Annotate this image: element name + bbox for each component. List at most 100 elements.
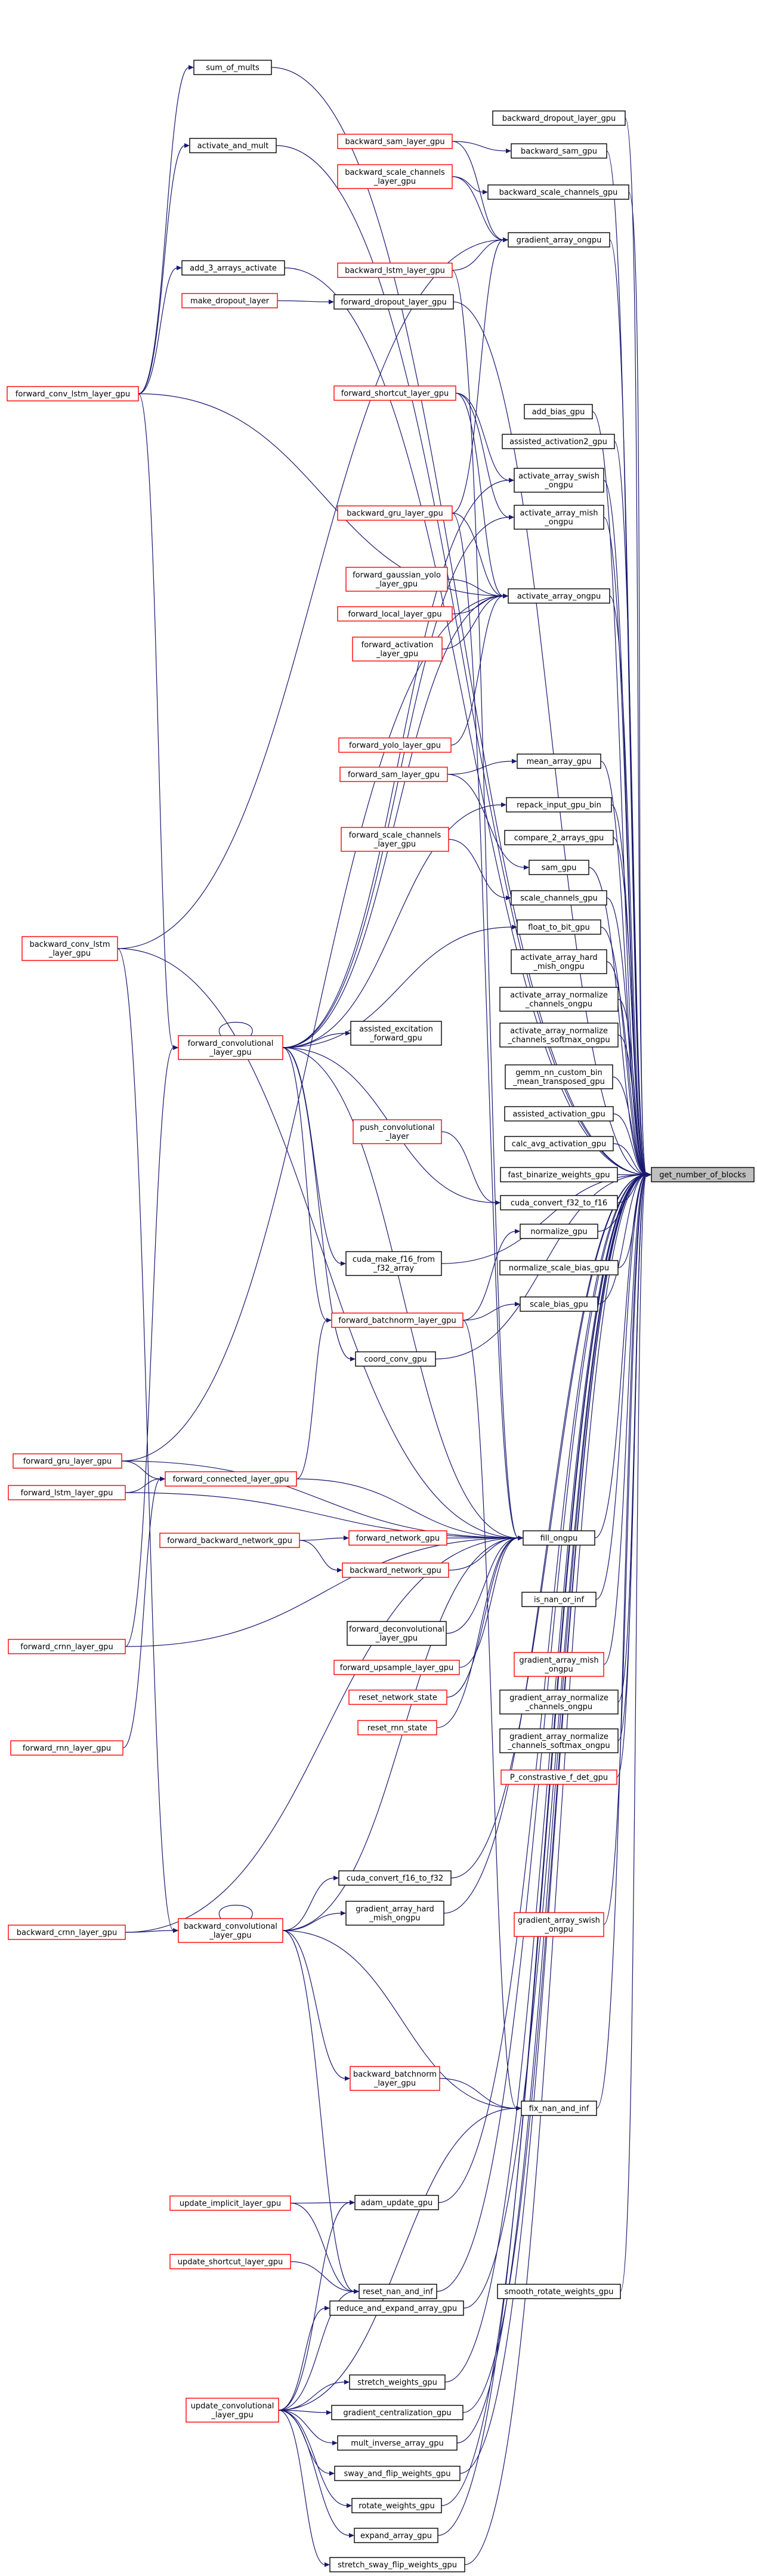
node-backward_scale_channels_gpu[interactable]: backward_scale_channels_gpu — [487, 184, 629, 200]
node-activate_array_swish_ongpu[interactable]: activate_array_swish_ongpu — [514, 468, 604, 493]
node-add_3_arrays_activate[interactable]: add_3_arrays_activate — [181, 260, 285, 276]
node-forward_sam_layer_gpu[interactable]: forward_sam_layer_gpu — [339, 767, 448, 782]
node-gradient_array_mish_ongpu[interactable]: gradient_array_mish_ongpu — [514, 1652, 604, 1677]
node-forward_convolutional_layer_gpu[interactable]: forward_convolutional_layer_gpu — [178, 1035, 283, 1060]
edge-forward_convolutional_layer_gpu-to-activate_array_swish_ongpu — [282, 478, 514, 1048]
node-backward_conv_lstm_layer_gpu[interactable]: backward_conv_lstm_layer_gpu — [21, 936, 118, 961]
node-sum_of_mults[interactable]: sum_of_mults — [193, 60, 272, 75]
node-cuda_convert_f32_to_f16[interactable]: cuda_convert_f32_to_f16 — [500, 1195, 618, 1210]
node-backward_crnn_layer_gpu[interactable]: backward_crnn_layer_gpu — [8, 1925, 126, 1940]
node-sam_gpu[interactable]: sam_gpu — [529, 860, 589, 875]
node-rotate_weights_gpu[interactable]: rotate_weights_gpu — [351, 2498, 442, 2513]
node-backward_convolutional_layer_gpu[interactable]: backward_convolutional_layer_gpu — [178, 1918, 283, 1943]
node-assisted_activation2_gpu[interactable]: assisted_activation2_gpu — [502, 434, 615, 449]
arrowhead — [509, 478, 514, 483]
node-forward_rnn_layer_gpu[interactable]: forward_rnn_layer_gpu — [10, 1740, 123, 1756]
node-reduce_and_expand_array_gpu[interactable]: reduce_and_expand_array_gpu — [329, 2300, 464, 2316]
node-float_to_bit_gpu[interactable]: float_to_bit_gpu — [517, 919, 601, 935]
node-smooth_rotate_weights_gpu[interactable]: smooth_rotate_weights_gpu — [497, 2284, 621, 2299]
node-expand_array_gpu[interactable]: expand_array_gpu — [354, 2528, 438, 2543]
node-backward_lstm_layer_gpu[interactable]: backward_lstm_layer_gpu — [337, 262, 453, 278]
node-gemm_nn_custom_bin_mean_transposed_gpu[interactable]: gemm_nn_custom_bin_mean_transposed_gpu — [505, 1064, 613, 1089]
node-gradient_array_ongpu[interactable]: gradient_array_ongpu — [508, 232, 610, 248]
node-compare_2_arrays_gpu[interactable]: compare_2_arrays_gpu — [504, 830, 614, 845]
node-fast_binarize_weights_gpu[interactable]: fast_binarize_weights_gpu — [500, 1167, 618, 1182]
node-reset_nan_and_inf[interactable]: reset_nan_and_inf — [359, 2284, 437, 2299]
node-forward_scale_channels_layer_gpu[interactable]: forward_scale_channels_layer_gpu — [341, 827, 449, 852]
node-normalize_gpu[interactable]: normalize_gpu — [520, 1224, 598, 1239]
node-forward_network_gpu[interactable]: forward_network_gpu — [348, 1530, 447, 1546]
node-backward_dropout_layer_gpu[interactable]: backward_dropout_layer_gpu — [492, 110, 626, 126]
node-mult_inverse_array_gpu[interactable]: mult_inverse_array_gpu — [337, 2435, 458, 2451]
node-P_constrastive_f_det_gpu[interactable]: P_constrastive_f_det_gpu — [500, 1769, 617, 1785]
edge-forward_shortcut_layer_gpu-to-activate_array_mish_ongpu — [455, 393, 514, 520]
node-forward_yolo_layer_gpu[interactable]: forward_yolo_layer_gpu — [338, 737, 452, 753]
node-activate_array_normalize_channels_ongpu[interactable]: activate_array_normalize_channels_ongpu — [499, 987, 619, 1012]
node-backward_network_gpu[interactable]: backward_network_gpu — [342, 1562, 449, 1578]
node-activate_array_normalize_channels_softmax_ongpu[interactable]: activate_array_normalize_channels_softma… — [499, 1023, 619, 1048]
node-activate_and_mult[interactable]: activate_and_mult — [189, 138, 277, 153]
node-update_shortcut_layer_gpu[interactable]: update_shortcut_layer_gpu — [169, 2254, 291, 2269]
node-sway_and_flip_weights_gpu[interactable]: sway_and_flip_weights_gpu — [334, 2466, 461, 2481]
node-backward_scale_channels_layer_gpu[interactable]: backward_scale_channels_layer_gpu — [337, 164, 453, 189]
node-mean_array_gpu[interactable]: mean_array_gpu — [517, 753, 601, 769]
node-activate_array_mish_ongpu[interactable]: activate_array_mish_ongpu — [514, 505, 604, 530]
node-forward_connected_layer_gpu[interactable]: forward_connected_layer_gpu — [165, 1471, 297, 1487]
node-activate_array_hard_mish_ongpu[interactable]: activate_array_hard_mish_ongpu — [511, 949, 607, 974]
node-make_dropout_layer[interactable]: make_dropout_layer — [181, 293, 278, 308]
node-backward_sam_gpu[interactable]: backward_sam_gpu — [511, 143, 607, 159]
node-forward_deconvolutional_layer_gpu[interactable]: forward_deconvolutional_layer_gpu — [347, 1621, 447, 1646]
node-backward_gru_layer_gpu[interactable]: backward_gru_layer_gpu — [337, 505, 453, 521]
node-forward_activation_layer_gpu[interactable]: forward_activation_layer_gpu — [352, 637, 443, 662]
node-box — [337, 164, 453, 189]
node-forward_batchnorm_layer_gpu[interactable]: forward_batchnorm_layer_gpu — [331, 1312, 464, 1328]
node-forward_shortcut_layer_gpu[interactable]: forward_shortcut_layer_gpu — [333, 385, 456, 401]
node-coord_conv_gpu[interactable]: coord_conv_gpu — [355, 1351, 436, 1367]
node-activate_array_ongpu[interactable]: activate_array_ongpu — [508, 588, 610, 604]
node-box — [487, 184, 629, 200]
node-forward_crnn_layer_gpu[interactable]: forward_crnn_layer_gpu — [8, 1639, 126, 1654]
node-forward_gaussian_yolo_layer_gpu[interactable]: forward_gaussian_yolo_layer_gpu — [345, 567, 448, 592]
node-add_bias_gpu[interactable]: add_bias_gpu — [524, 404, 593, 419]
node-update_convolutional_layer_gpu[interactable]: update_convolutional_layer_gpu — [186, 2398, 279, 2423]
node-assisted_excitation_forward_gpu[interactable]: assisted_excitation_forward_gpu — [350, 1021, 442, 1046]
node-label: normalize_gpu — [530, 1228, 587, 1237]
node-box — [504, 1106, 614, 1122]
node-cuda_make_f16_from_f32_array[interactable]: cuda_make_f16_from_f32_array — [345, 1251, 442, 1276]
node-normalize_scale_bias_gpu[interactable]: normalize_scale_bias_gpu — [499, 1260, 619, 1275]
node-gradient_centralization_gpu[interactable]: gradient_centralization_gpu — [331, 2405, 464, 2420]
node-gradient_array_hard_mish_ongpu[interactable]: gradient_array_hard_mish_ongpu — [345, 1901, 444, 1926]
node-forward_gru_layer_gpu[interactable]: forward_gru_layer_gpu — [13, 1453, 122, 1469]
node-is_nan_or_inf[interactable]: is_nan_or_inf — [521, 1592, 597, 1607]
node-forward_dropout_layer_gpu[interactable]: forward_dropout_layer_gpu — [333, 294, 454, 310]
node-assisted_activation_gpu[interactable]: assisted_activation_gpu — [504, 1106, 614, 1122]
node-repack_input_gpu_bin[interactable]: repack_input_gpu_bin — [506, 797, 612, 813]
node-update_implicit_layer_gpu[interactable]: update_implicit_layer_gpu — [169, 2195, 291, 2211]
node-scale_bias_gpu[interactable]: scale_bias_gpu — [520, 1296, 598, 1312]
node-gradient_array_normalize_channels_softmax_ongpu[interactable]: gradient_array_normalize_channels_softma… — [499, 1728, 619, 1753]
node-label: _ongpu — [544, 1925, 573, 1934]
node-cuda_convert_f16_to_f32[interactable]: cuda_convert_f16_to_f32 — [338, 1870, 452, 1886]
node-get_number_of_blocks[interactable]: get_number_of_blocks — [651, 1167, 755, 1182]
node-reset_rnn_state[interactable]: reset_rnn_state — [357, 1720, 437, 1735]
node-backward_batchnorm_layer_gpu[interactable]: backward_batchnorm_layer_gpu — [350, 2066, 440, 2091]
node-scale_channels_gpu[interactable]: scale_channels_gpu — [511, 890, 607, 906]
node-adam_update_gpu[interactable]: adam_update_gpu — [354, 2195, 439, 2210]
node-fill_ongpu[interactable]: fill_ongpu — [523, 1530, 595, 1546]
node-forward_local_layer_gpu[interactable]: forward_local_layer_gpu — [337, 606, 453, 622]
node-stretch_sway_flip_weights_gpu[interactable]: stretch_sway_flip_weights_gpu — [329, 2557, 465, 2572]
node-forward_backward_network_gpu[interactable]: forward_backward_network_gpu — [159, 1533, 300, 1548]
node-calc_avg_activation_gpu[interactable]: calc_avg_activation_gpu — [504, 1136, 614, 1151]
node-stretch_weights_gpu[interactable]: stretch_weights_gpu — [349, 2374, 446, 2390]
node-forward_lstm_layer_gpu[interactable]: forward_lstm_layer_gpu — [8, 1485, 126, 1500]
node-fix_nan_and_inf[interactable]: fix_nan_and_inf — [521, 2101, 597, 2116]
node-label: _layer_gpu — [376, 650, 418, 659]
node-reset_network_state[interactable]: reset_network_state — [348, 1689, 447, 1705]
node-push_convolutional_layer[interactable]: push_convolutional_layer — [353, 1119, 442, 1144]
node-gradient_array_swish_ongpu[interactable]: gradient_array_swish_ongpu — [514, 1912, 604, 1937]
node-forward_conv_lstm_layer_gpu[interactable]: forward_conv_lstm_layer_gpu — [7, 386, 139, 401]
node-gradient_array_normalize_channels_ongpu[interactable]: gradient_array_normalize_channels_ongpu — [499, 1689, 619, 1715]
node-backward_sam_layer_gpu[interactable]: backward_sam_layer_gpu — [337, 134, 453, 149]
node-forward_upsample_layer_gpu[interactable]: forward_upsample_layer_gpu — [333, 1660, 460, 1675]
node-box — [524, 404, 593, 419]
